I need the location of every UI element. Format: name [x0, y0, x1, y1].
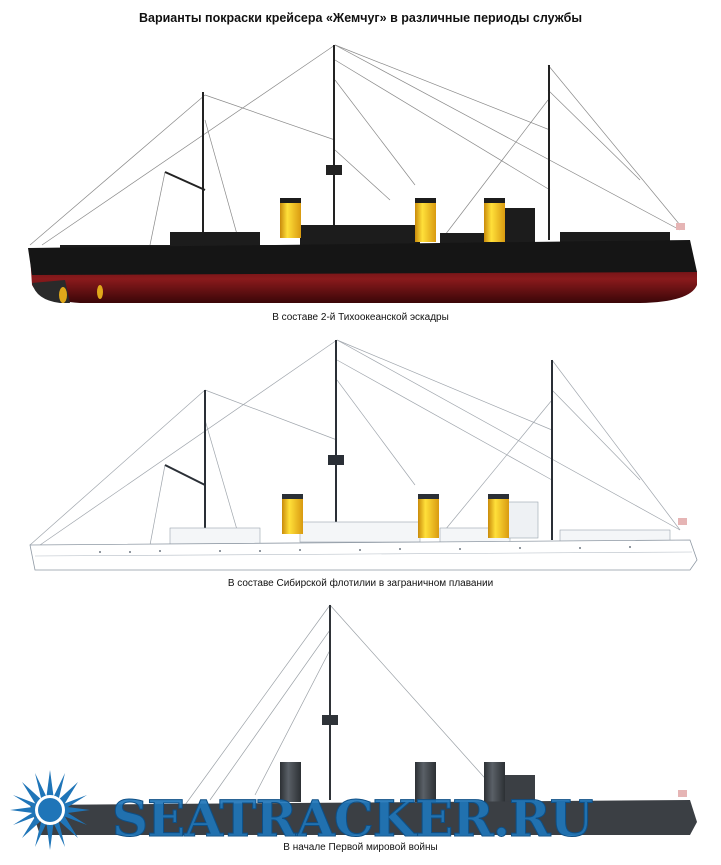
- caption-ship-1: В составе 2-й Тихоокеанской эскадры: [272, 312, 449, 323]
- caption-ship-3: В начале Первой мировой войны: [283, 842, 438, 853]
- watermark: SEATRACKER.RU: [10, 770, 594, 850]
- ship-2-white-livery: [29, 339, 698, 571]
- ship-1-black-livery: [28, 44, 697, 303]
- ship-3-grey-livery: [30, 604, 697, 835]
- caption-ship-2: В составе Сибирской флотилии в заграничн…: [227, 578, 494, 589]
- sun-logo-icon: [10, 770, 90, 850]
- watermark-text: SEATRACKER.RU: [112, 789, 593, 848]
- page-title: Варианты покраски крейсера «Жемчуг» в ра…: [138, 11, 583, 25]
